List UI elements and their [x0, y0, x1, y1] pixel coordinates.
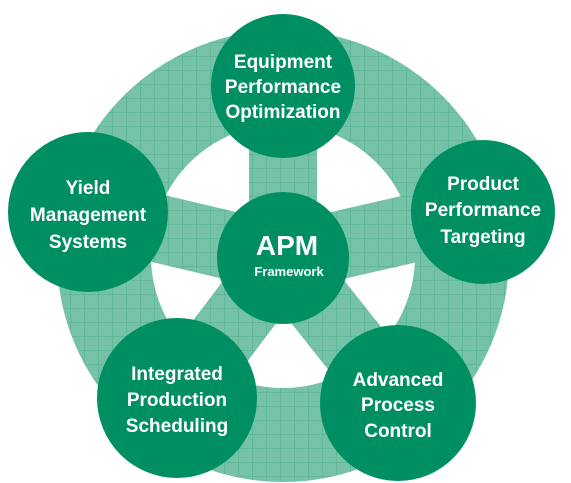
node-label-product-3: Targeting: [440, 227, 525, 248]
node-label-integrated-3: Scheduling: [126, 416, 228, 437]
center-title: APM: [256, 230, 318, 261]
node-label-advanced-2: Process: [361, 395, 435, 416]
node-label-equipment-3: Optimization: [225, 102, 340, 123]
node-circle-equipment: [211, 14, 355, 158]
node-label-equipment-1: Equipment: [234, 52, 333, 73]
node-label-product-1: Product: [447, 174, 519, 195]
node-circle-product: [411, 140, 555, 284]
node-label-integrated-1: Integrated: [131, 364, 223, 385]
node-label-advanced-3: Control: [364, 421, 432, 442]
node-label-advanced-1: Advanced: [353, 370, 444, 391]
node-label-product-2: Performance: [425, 200, 541, 221]
node-circle-advanced: [320, 325, 476, 481]
node-label-equipment-2: Performance: [225, 77, 341, 98]
center-circle: [217, 192, 349, 324]
node-label-integrated-2: Production: [127, 390, 227, 411]
node-label-yield-1: Yield: [66, 178, 111, 199]
node-label-yield-3: Systems: [49, 232, 127, 253]
center-node: APM Framework: [217, 192, 349, 324]
node-circle-integrated: [97, 318, 257, 478]
nodes-group: EquipmentPerformanceOptimizationProductP…: [8, 14, 555, 481]
center-subtitle: Framework: [254, 264, 324, 279]
node-circle-yield: [8, 132, 168, 292]
node-label-yield-2: Management: [30, 205, 147, 226]
